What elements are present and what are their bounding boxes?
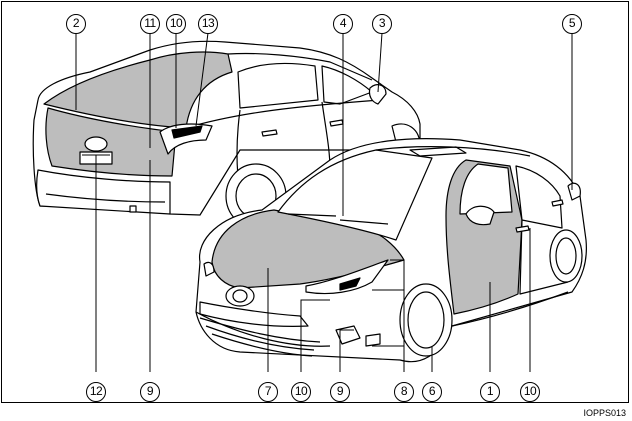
callout-3: 3	[372, 14, 392, 34]
callout-6: 6	[422, 382, 442, 402]
callout-11: 11	[140, 14, 160, 34]
front-headlight	[305, 259, 389, 295]
front-windshield	[277, 149, 433, 241]
front-grille	[199, 301, 309, 327]
callout-10-bottom-right: 10	[520, 382, 540, 402]
callout-4: 4	[333, 14, 353, 34]
front-side-mirror	[465, 205, 495, 226]
leader-lines	[75, 32, 573, 372]
figure-reference-code: IOPPS013	[583, 408, 626, 418]
leader-13	[195, 32, 209, 127]
callout-12: 12	[86, 382, 106, 402]
tailgate	[45, 107, 177, 177]
callout-13: 13	[198, 14, 218, 34]
rear-car-mirror	[368, 84, 387, 105]
rear-car	[32, 40, 421, 229]
front-car	[195, 138, 587, 363]
leader-10-bl	[300, 299, 330, 372]
diagram-frame	[1, 1, 629, 403]
callout-10-bottom-left: 10	[291, 382, 311, 402]
callout-10-top: 10	[166, 14, 186, 34]
callout-9-front: 9	[330, 382, 350, 402]
callout-8: 8	[394, 382, 414, 402]
callout-1: 1	[480, 382, 500, 402]
callout-2: 2	[66, 14, 86, 34]
callout-7: 7	[258, 382, 278, 402]
leader-9-front	[339, 329, 354, 372]
callout-9-rear: 9	[140, 382, 160, 402]
leader-8	[390, 259, 405, 372]
callout-5: 5	[562, 14, 582, 34]
leader-3	[377, 32, 383, 93]
rear-side-window	[237, 62, 319, 109]
rear-window	[43, 51, 233, 129]
